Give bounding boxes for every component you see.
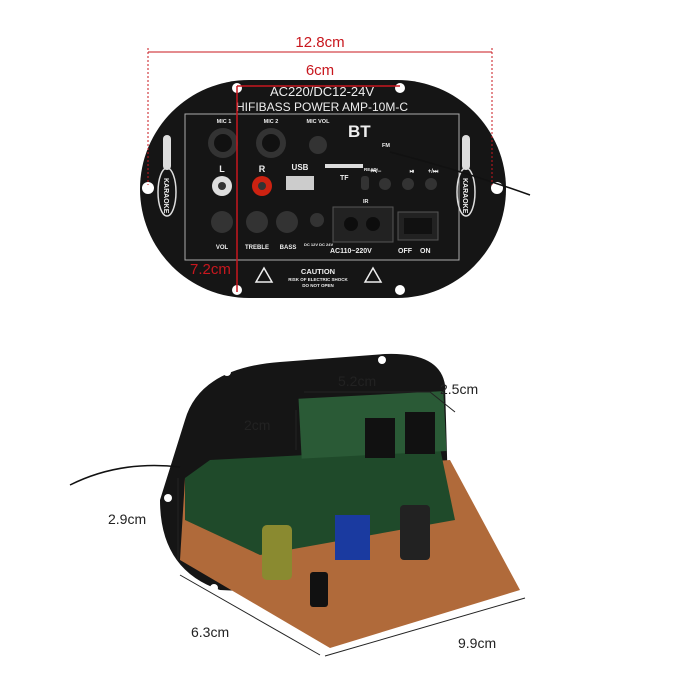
mic-vol-label: MIC VOL — [307, 119, 331, 125]
module-height-label: 2cm — [244, 417, 270, 433]
model-label: HIFIBASS POWER AMP-10M-C — [236, 100, 408, 114]
capacitor-2 — [400, 505, 430, 560]
usb-port[interactable] — [286, 176, 314, 190]
prev-label: ⏮/− — [371, 169, 382, 175]
mic2-label: MIC 2 — [264, 119, 279, 125]
hole-spacing-label: 6cm — [306, 62, 334, 79]
off-label: OFF — [398, 248, 413, 255]
left-label: L — [219, 164, 225, 174]
tf-slot[interactable] — [325, 164, 363, 168]
vol-label: VOL — [216, 245, 229, 251]
dimension-annotations-bottom: 5.2cm 2.5cm 2cm 2.9cm 6.3cm 9.9cm — [108, 373, 526, 657]
bt-label: BT — [348, 122, 371, 141]
dimension-annotations-top: 12.8cm 6cm 7.2cm — [147, 34, 493, 292]
ac-label: AC110~220V — [330, 248, 372, 255]
dc-jack[interactable] — [310, 213, 324, 227]
play-label: ⏯ — [410, 169, 415, 175]
prev-button[interactable] — [379, 178, 391, 190]
treble-label: TREBLE — [245, 245, 269, 251]
right-label: R — [259, 164, 266, 174]
read-label: READ — [364, 167, 378, 172]
antenna-wire — [389, 151, 531, 196]
svg-text:KARAOKE: KARAOKE — [162, 178, 169, 214]
karaoke-badge-left: KARAOKE — [157, 135, 177, 217]
mic1-label: MIC 1 — [217, 119, 232, 125]
ir-sensor — [361, 176, 369, 190]
board-length-label: 9.9cm — [458, 635, 496, 651]
bass-knob[interactable] — [276, 211, 298, 233]
karaoke-badge-right: KARAOKE — [456, 135, 476, 217]
next-label: +/⏭ — [428, 169, 439, 175]
module-depth-label: 2.5cm — [440, 381, 478, 397]
usb-label: USB — [292, 163, 309, 172]
warning-icon-right — [363, 266, 383, 283]
vol-knob[interactable] — [211, 211, 233, 233]
amplifier-board — [69, 353, 520, 648]
bass-label: BASS — [280, 245, 297, 251]
dc-label: DC 12V DC 24V — [304, 242, 333, 247]
panel-width-label: 12.8cm — [295, 34, 344, 51]
mic-vol-knob[interactable] — [309, 136, 327, 154]
caution-sub2: DO NOT OPEN — [302, 283, 334, 288]
module-length-label: 5.2cm — [338, 373, 376, 389]
voltage-label: AC220/DC12-24V — [270, 84, 374, 99]
fm-label: FM — [382, 143, 390, 149]
caution-label: CAUTION — [301, 267, 335, 276]
next-button[interactable] — [425, 178, 437, 190]
treble-knob[interactable] — [246, 211, 268, 233]
panel-height-label: 7.2cm — [190, 261, 231, 278]
pcb-green — [185, 448, 455, 555]
transformer — [335, 515, 370, 560]
ir-label: IR — [363, 199, 369, 205]
antenna-wire-bottom — [69, 464, 181, 486]
caution-sub1: RISK OF ELECTRIC SHOCK — [288, 277, 348, 282]
board-height-label: 2.9cm — [108, 511, 146, 527]
front-panel: KARAOKE KARAOKE AC220/DC12-24V HIFIBASS … — [140, 80, 531, 298]
capacitor — [262, 525, 292, 580]
on-label: ON — [420, 248, 431, 255]
ac-socket — [332, 206, 394, 243]
board-width-label: 6.3cm — [191, 624, 229, 640]
svg-text:KARAOKE: KARAOKE — [461, 178, 468, 214]
play-button[interactable] — [402, 178, 414, 190]
warning-icon-left — [254, 266, 274, 283]
tf-label: TF — [340, 175, 349, 182]
